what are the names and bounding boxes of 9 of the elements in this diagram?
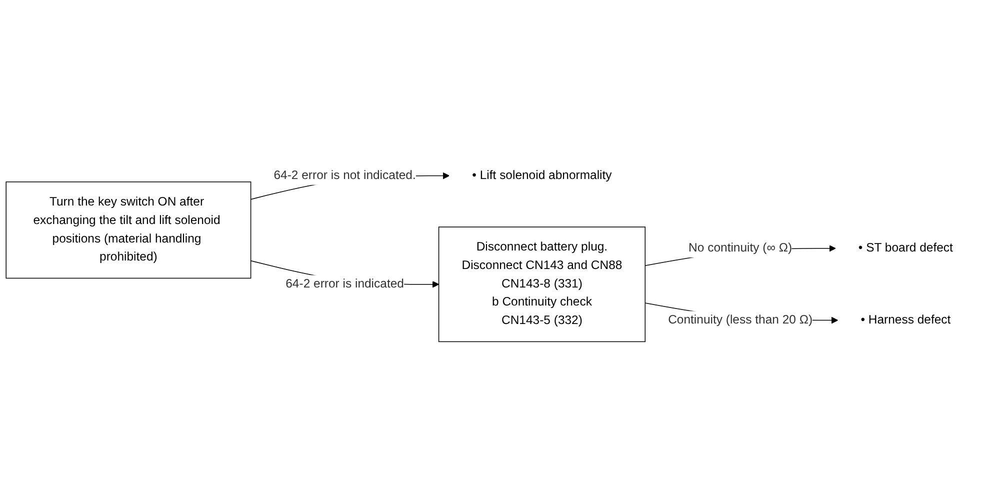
edge-label: 64-2 error is indicated <box>286 277 404 290</box>
node-text: • Lift solenoid abnormality <box>472 168 612 182</box>
node-box: Turn the key switch ON after exchanging the tilt and lift solenoid positions (material handling prohibited) <box>6 181 252 278</box>
edge-label: Continuity (less than 20 Ω) <box>668 312 813 326</box>
edge-label: No continuity (∞ Ω) <box>688 241 792 254</box>
node-box: Disconnect battery plug. Disconnect CN143 and CN88 CN143-8 (331) b Continuity check CN143-5 (332) <box>438 226 646 342</box>
node-text: • Harness defect <box>860 312 951 326</box>
node-text: • ST board defect <box>858 241 953 254</box>
edge-label: 64-2 error is not indicated. <box>274 168 416 182</box>
